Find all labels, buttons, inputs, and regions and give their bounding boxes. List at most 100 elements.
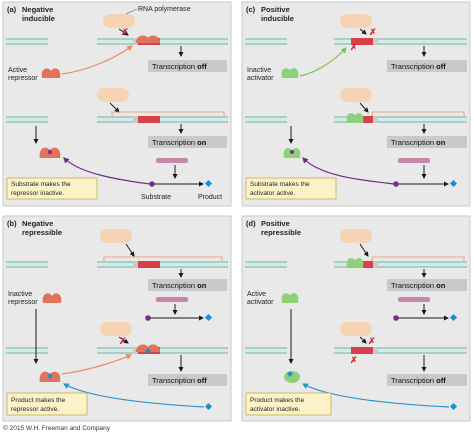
polymerase-icon: [100, 229, 132, 243]
panel-d-title-line2: repressible: [261, 228, 301, 237]
panel-a-letter: (a): [7, 5, 17, 14]
activator-icon: [346, 113, 364, 123]
status-top: Transcription off: [391, 62, 446, 71]
copyright: © 2015 W.H. Freeman and Company: [3, 424, 111, 432]
dna-operon-bottom: [97, 347, 228, 354]
note-line1: Substrate makes the: [250, 181, 310, 188]
note-box: [245, 177, 337, 200]
transcribed-region: [103, 256, 223, 261]
panel-c-title-line1: Positive: [261, 5, 290, 14]
mrna-icon: [156, 158, 188, 163]
panel-c: (c) Positive inducible ✗ ✗ Transcription…: [241, 1, 471, 207]
substrate-icon: [149, 181, 155, 187]
protein-label-line2: activator: [247, 299, 274, 306]
note-line2: repressor active.: [11, 406, 59, 413]
binding-arrow: [61, 45, 133, 75]
mrna-icon: [398, 158, 430, 163]
dna-short-top: [245, 38, 287, 45]
polymerase-icon: [340, 229, 372, 243]
panel-d: (d) Positive repressible Transcription o…: [241, 215, 471, 422]
panel-b-title-line2: repressible: [22, 228, 62, 237]
rna-polymerase-label: RNA polymerase: [138, 6, 191, 13]
panel-c-letter: (c): [246, 5, 256, 14]
block-x-icon: ✗: [369, 27, 377, 37]
status-box-top: [387, 279, 467, 291]
protein-label-line2: activator: [247, 75, 274, 82]
repressor-icon: [41, 68, 61, 78]
note-box: [245, 392, 332, 416]
status-bottom: Transcription on: [152, 138, 207, 147]
effector-arrow: [301, 383, 450, 408]
status-box-top: [387, 60, 467, 72]
polymerase-arrow: [118, 28, 129, 36]
substrate-icon: [393, 315, 399, 321]
dna-operon-bottom: [334, 347, 467, 354]
panel-b-letter: (b): [7, 219, 17, 228]
panel-a-title-line2: inducible: [22, 14, 55, 23]
product-icon: [204, 179, 213, 188]
dna-operon-bottom: [97, 116, 228, 123]
product-icon: [449, 313, 458, 322]
dna-short-bottom: [245, 116, 287, 123]
polymerase-icon: [340, 322, 372, 336]
block-x-icon: ✗: [121, 27, 129, 37]
polymerase-icon: [340, 88, 372, 102]
dna-short-bottom: [6, 347, 48, 354]
dna-short-top: [6, 261, 48, 268]
effector-arrow: [63, 157, 151, 185]
promoter: [133, 38, 138, 45]
substrate-icon: [48, 150, 52, 154]
dna-operon-top: [334, 38, 467, 45]
note-line1: Substrate makes the: [11, 181, 71, 188]
panel-c-background: [241, 1, 471, 207]
status-box-top: [148, 279, 227, 291]
panel-a-title-line1: Negative: [22, 5, 53, 14]
status-bottom: Transcription off: [152, 376, 207, 385]
polymerase-arrow: [118, 336, 129, 344]
mrna-icon: [156, 297, 188, 302]
substrate-label: Substrate: [141, 194, 171, 201]
binding-arrow: [61, 354, 133, 375]
block-x-icon: ✗: [368, 336, 376, 346]
substrate-icon: [290, 150, 294, 154]
product-label: Product: [198, 194, 222, 201]
polymerase-arrow: [109, 102, 120, 113]
dna-short-bottom: [245, 347, 287, 354]
block-x-icon: ✗: [350, 42, 358, 52]
status-box-bottom: [148, 374, 227, 386]
substrate-icon: [145, 315, 151, 321]
protein-label-line2: repressor: [8, 75, 38, 82]
polymerase-icon: [103, 14, 135, 28]
rna-polymerase-leader: [125, 8, 138, 15]
note-box: [6, 392, 88, 416]
polymerase-arrow: [359, 28, 367, 35]
panel-a-background: [2, 1, 232, 207]
dna-operon-top: [97, 38, 228, 45]
dna-short-bottom: [6, 116, 48, 123]
status-box-bottom: [148, 136, 227, 148]
repressor-icon: [136, 35, 160, 43]
product-icon: [204, 313, 213, 322]
note-box: [6, 177, 98, 200]
note-line1: Product makes the: [11, 397, 66, 404]
polymerase-arrow: [359, 102, 369, 113]
status-top: Transcription on: [391, 281, 446, 290]
transcribed-region: [371, 256, 465, 261]
product-icon: [287, 371, 293, 377]
transcribed-region: [111, 111, 225, 116]
panel-c-title-line2: inducible: [261, 14, 294, 23]
protein-label-line1: Active: [8, 67, 27, 74]
panel-d-letter: (d): [246, 219, 256, 228]
substrate-icon: [393, 181, 399, 187]
activator-icon: [281, 293, 299, 303]
panel-b: (b) Negative repressible Transcription o…: [2, 215, 232, 422]
polymerase-arrow: [125, 243, 135, 257]
status-bottom: Transcription on: [391, 138, 446, 147]
polymerase-arrow: [359, 336, 367, 344]
status-box-top: [148, 60, 227, 72]
note-line2: activator active.: [250, 190, 295, 197]
dna-short-top: [6, 38, 48, 45]
status-top: Transcription off: [152, 62, 207, 71]
protein-label-line2: repressor: [8, 299, 38, 306]
status-box-bottom: [387, 136, 467, 148]
